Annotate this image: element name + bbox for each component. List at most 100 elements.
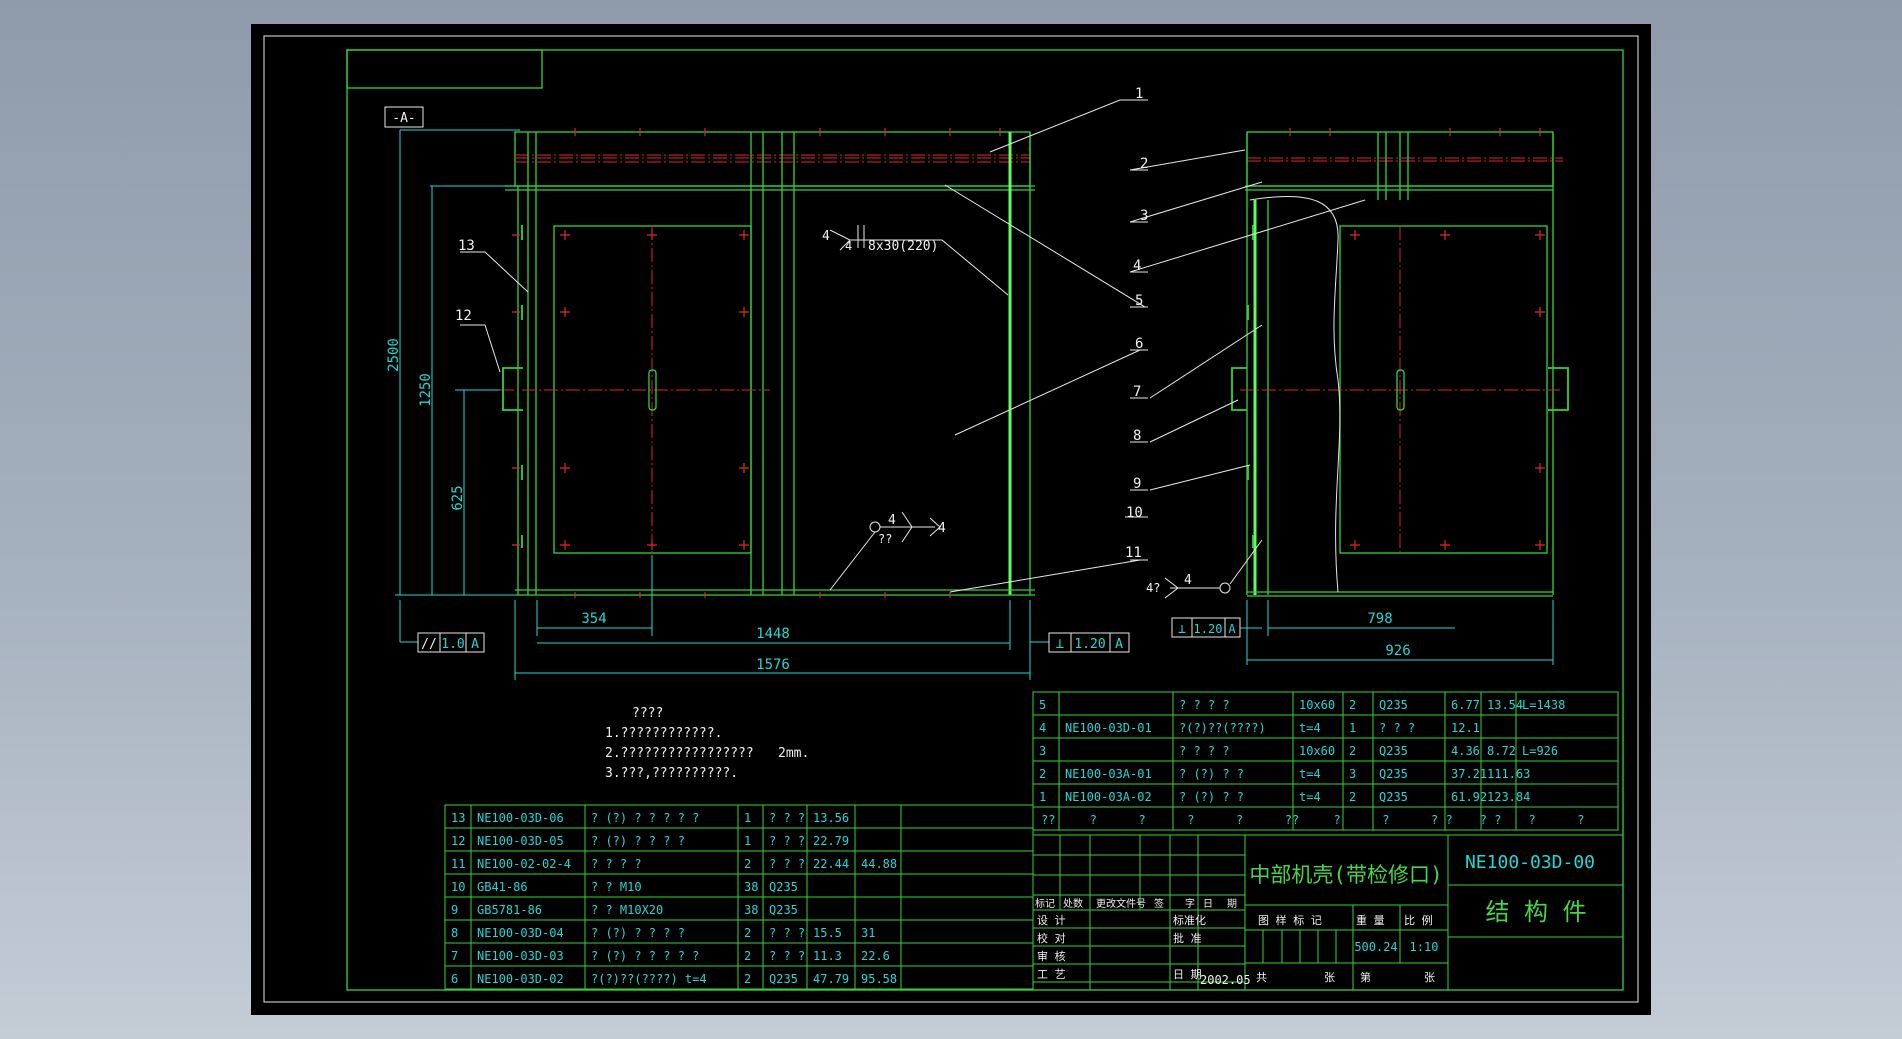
tb-weight: 500.24 [1354, 940, 1397, 954]
bom-upper-cell: 2 [1349, 744, 1356, 758]
bom-upper-cell: t=4 [1299, 721, 1321, 735]
bom-lower-cell: 22.79 [813, 834, 849, 848]
bom-upper-cell: 1 [1039, 790, 1046, 804]
bom-lower-cell: 44.88 [861, 857, 897, 871]
tb-process: 工 艺 [1037, 968, 1066, 981]
tb-design: 设 计 [1037, 914, 1066, 927]
dim-798: 798 [1367, 611, 1392, 627]
bom-upper-cell: 13.54 [1487, 698, 1523, 712]
bom-lower-cell: 7 [451, 949, 458, 963]
dim-354: 354 [581, 611, 606, 627]
rev-label-sign2: 字 [1185, 897, 1195, 910]
dim-1448: 1448 [756, 626, 790, 642]
notes-line2-value: 2mm. [778, 746, 809, 761]
callout-numbers: 1 2 3 4 5 6 7 8 9 10 11 12 13 [455, 86, 1148, 561]
bom-lower-cell: 22.44 [813, 857, 849, 871]
tol-perp-front-symbol: ⊥ [1056, 636, 1064, 652]
bom-upper-cell: ? ? ? [1379, 721, 1415, 735]
bom-upper-cell: Q235 [1379, 744, 1408, 758]
bom-upper-cell: ? (?) ? ? [1179, 790, 1244, 804]
part-category: 结 构 件 [1486, 898, 1587, 926]
bom-upper-cell: 123.84 [1487, 790, 1530, 804]
bom-upper-header-cell: ? [1382, 813, 1389, 827]
bom-lower-cell: 11.3 [813, 949, 842, 963]
bom-upper-header-cell: ?? [1285, 813, 1299, 827]
bom-lower-cell: ? ? ? [769, 857, 805, 871]
bom-lower-cell: NE100-03D-04 [477, 926, 564, 940]
inner-frame [346, 49, 1624, 991]
bom-lower-cell: 1 [744, 834, 751, 848]
bom-lower-cell: ? (?) ? ? ? ? [591, 834, 685, 848]
bom-lower-cell: ? ? ? ? [591, 857, 642, 871]
bom-lower-cell: NE100-03D-06 [477, 811, 564, 825]
bom-upper-cell: 111.63 [1487, 767, 1530, 781]
rev-label-doc: 更改文件号 [1096, 897, 1146, 910]
callout-3: 3 [1140, 208, 1148, 224]
bom-lower-cell: ? (?) ? ? ? ? [591, 926, 685, 940]
weld-bottom-b: 4 [938, 521, 946, 536]
bom-upper-cell: 10x60 [1299, 744, 1335, 758]
bom-lower-cell: Q235 [769, 972, 798, 986]
part-name: 中部机壳(带检修口) [1249, 863, 1442, 887]
bom-upper-header-cell: ? [1187, 813, 1194, 827]
bom-lower-cell: 6 [451, 972, 458, 986]
bom-lower-cell: 31 [861, 926, 875, 940]
bom-upper-header-cell: ? [1529, 813, 1536, 827]
datum-label: -A- [392, 111, 415, 126]
bom-lower-cell: 2 [744, 857, 751, 871]
bom-lower-cell: NE100-02-02-4 [477, 857, 571, 871]
bom-upper-header-cell: ? [1334, 813, 1341, 827]
tol-parallel-datum: A [471, 637, 479, 652]
tb-review: 审 核 [1037, 949, 1066, 963]
tb-standard: 标准化 [1173, 913, 1206, 927]
bom-lower-cell: GB5781-86 [477, 903, 542, 917]
tol-parallel-value: 1.0 [441, 637, 464, 652]
callout-5: 5 [1135, 293, 1143, 309]
tb-scale-label: 比 例 [1404, 913, 1433, 927]
bom-upper-cell: Q235 [1379, 790, 1408, 804]
bom-lower-cell: 47.79 [813, 972, 849, 986]
bom-lower-cell: ? ? ? [769, 949, 805, 963]
bom-lower-cell: 2 [744, 926, 751, 940]
drawing-number: NE100-03D-00 [1465, 852, 1595, 873]
bom-upper-cell: 1 [1349, 721, 1356, 735]
dim-1576: 1576 [756, 657, 790, 673]
bom-upper-header-cell: ? ? [1431, 813, 1453, 827]
bom-lower-cell: ? ? ? [769, 926, 805, 940]
bom-upper-header-cell: ? ? [1480, 813, 1502, 827]
bom-upper-header-cell: ? [1577, 813, 1584, 827]
callout-13: 13 [458, 238, 475, 254]
callout-11: 11 [1125, 545, 1142, 561]
bom-upper-cell: L=1438 [1522, 698, 1565, 712]
bom-upper-cell: 2 [1349, 790, 1356, 804]
bom-lower-cell: 9 [451, 903, 458, 917]
bom-upper-header-cell: ? [1090, 813, 1097, 827]
callout-6: 6 [1135, 336, 1143, 352]
bom-lower-cell: 13.56 [813, 811, 849, 825]
tb-weight-label: 重 量 [1356, 913, 1385, 927]
callout-7: 7 [1133, 384, 1141, 400]
bom-lower-cell: 2 [744, 949, 751, 963]
bom-lower-cell: 8 [451, 926, 458, 940]
callout-1: 1 [1135, 86, 1143, 102]
bom-lower-cell: 2 [744, 972, 751, 986]
dim-1250: 1250 [418, 373, 434, 407]
bom-lower-cell: 38 [744, 880, 758, 894]
bom-upper-cell: t=4 [1299, 790, 1321, 804]
tb-scale: 1:10 [1410, 940, 1439, 954]
bom-upper-cell: 4 [1039, 721, 1046, 735]
tb-sheet-unit: 张 [1324, 971, 1335, 984]
tb-stage-label: 图 样 标 记 [1258, 913, 1322, 927]
dim-2500: 2500 [386, 338, 402, 372]
tb-total-label: 共 [1256, 971, 1267, 984]
bom-upper-cell: Q235 [1379, 767, 1408, 781]
bom-upper-cell: ? (?) ? ? [1179, 767, 1244, 781]
tol-perp-front-value: 1.20 [1074, 637, 1105, 652]
bom-lower-cell: NE100-03D-02 [477, 972, 564, 986]
bom-upper-header-cell: ?? [1041, 813, 1055, 827]
bom-lower-cell: ? ? ? [769, 811, 805, 825]
bom-lower-cell: 12 [451, 834, 465, 848]
tol-parallel-symbol: // [421, 637, 437, 652]
bom-lower-cell: GB41-86 [477, 880, 528, 894]
